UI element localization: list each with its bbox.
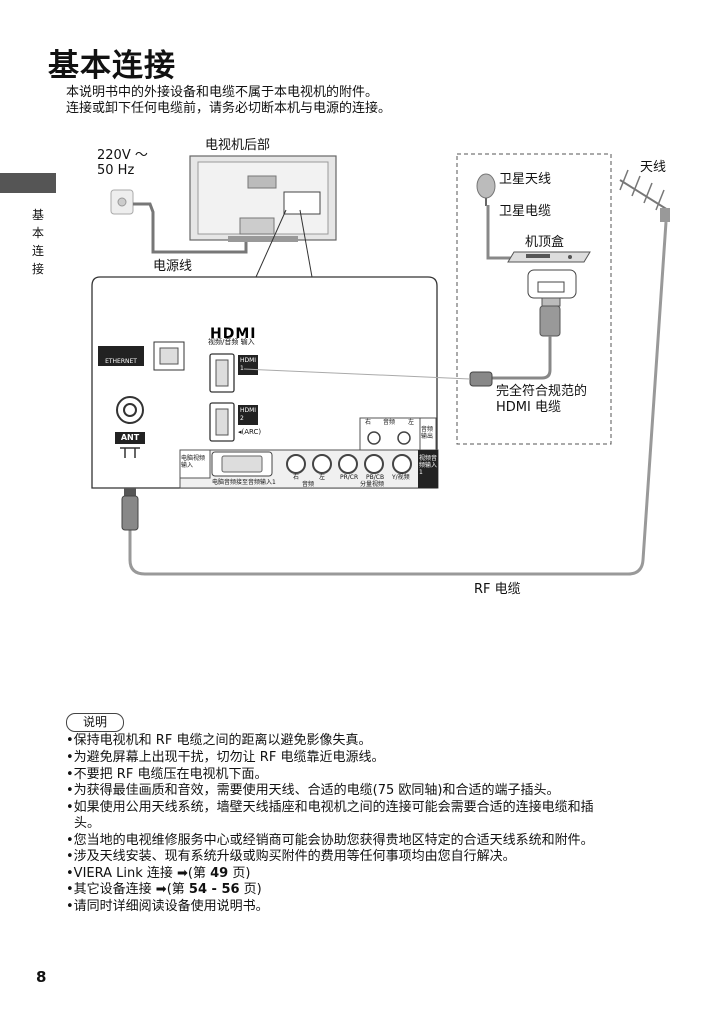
hdmi2-label: HDMI	[240, 407, 257, 414]
note-1: •保持电视机和 RF 电缆之间的距离以避免影像失真。	[66, 733, 372, 748]
audio-label: 音频	[302, 481, 315, 488]
connector-panel	[91, 276, 438, 489]
satellite-dish-icon	[476, 173, 496, 206]
rf-cable-line	[128, 221, 668, 576]
note-5: •如果使用公用天线系统，墙壁天线插座和电视机之间的连接可能会需要合适的连接电缆和…	[66, 800, 594, 815]
component-label: 分量视频	[360, 481, 385, 488]
intro-line-1: 本说明书中的外接设备和电缆不属于本电视机的附件。	[66, 85, 379, 100]
note-2: •为避免屏幕上出现干扰，切勿让 RF 电缆靠近电源线。	[66, 750, 385, 765]
hdmi-logo: HDMI	[210, 326, 256, 342]
page-title: 基本连接	[48, 48, 176, 84]
audio-out-right-label: 右	[365, 419, 372, 426]
tv-rear-label: 电视机后部	[205, 138, 271, 153]
y-video-label: Y/视频	[392, 474, 410, 481]
hdmi1-label: HDMI	[240, 357, 257, 364]
antenna-icon	[619, 169, 670, 222]
power-freq-label: 50 Hz	[97, 163, 135, 178]
note-5-cont: 头。	[74, 816, 101, 831]
arc-label: ◂(ARC)	[238, 428, 262, 436]
ant-label: ANT	[120, 433, 140, 442]
satellite-cable-label: 卫星电缆	[499, 204, 552, 219]
note-7: •涉及天线安装、现有系统升级或购买附件的费用等任何事项均由您自行解决。	[66, 849, 516, 864]
section-tab	[0, 173, 56, 193]
hdmi-cable-label-2: HDMI 电缆	[496, 400, 561, 415]
page-number: 8	[36, 968, 47, 986]
hdmi-cable-line	[490, 336, 552, 380]
section-side-label: 基本连接	[31, 208, 44, 276]
notes-heading: 说明	[66, 713, 124, 732]
connection-diagram: HDMI	[91, 153, 670, 576]
audio-left-label: 左	[319, 474, 326, 481]
intro-line-2: 连接或卸下任何电缆前，请务必切断本机与电源的连接。	[66, 101, 392, 116]
rf-cable-label: RF 电缆	[474, 582, 521, 597]
note-ref-viera-link[interactable]: •VIERA Link 连接 ➡(第 49 页)	[66, 866, 251, 881]
hdmi2-number: 2	[240, 415, 244, 422]
set-top-box-label: 机顶盒	[525, 235, 565, 250]
power-cord-line	[133, 202, 248, 254]
satellite-group-box	[456, 153, 612, 445]
pc-video-in-label: 电脑视频输入	[181, 455, 206, 469]
pr-label: PR/CR	[340, 474, 359, 481]
power-voltage-label: 220V ～	[97, 148, 148, 163]
satellite-cable-line	[486, 205, 514, 260]
pb-label: PB/CB	[366, 474, 385, 481]
ethernet-badge	[98, 346, 144, 366]
antenna-label: 天线	[640, 160, 667, 175]
hdmi-cable-label-1: 完全符合规范的	[496, 384, 588, 399]
hdmi-input-label: 视频/音频 输入	[208, 338, 255, 346]
note-8: •请同时详细阅读设备使用说明书。	[66, 899, 269, 914]
audio-right-label: 右	[293, 474, 300, 481]
satellite-antenna-label: 卫星天线	[499, 172, 552, 187]
pc-audio-note: 电脑音频接至音频输入1	[212, 479, 276, 486]
set-top-box-icon	[507, 251, 591, 263]
note-ref-other-devices[interactable]: •其它设备连接 ➡(第 54 - 56 页)	[66, 882, 262, 897]
hdmi1-number: 1	[240, 365, 244, 372]
power-cord-label: 电源线	[153, 259, 193, 274]
note-3: •不要把 RF 电缆压在电视机下面。	[66, 767, 268, 782]
av-in1-label: 视频音频输入1	[419, 455, 438, 476]
note-6: •您当地的电视维修服务中心或经销商可能会协助您获得贵地区特定的合适天线系统和附件…	[66, 833, 594, 848]
audio-out-left-label: 左	[408, 419, 415, 426]
audio-out-mid-label: 音频	[383, 419, 396, 426]
ethernet-label: ETHERNET	[105, 358, 137, 365]
note-4: •为获得最佳画质和音效，需要使用天线、合适的电缆(75 欧同轴)和合适的端子插头…	[66, 783, 560, 798]
tv-rear-icon	[189, 155, 337, 242]
audio-out-label: 音频输出	[421, 426, 434, 440]
